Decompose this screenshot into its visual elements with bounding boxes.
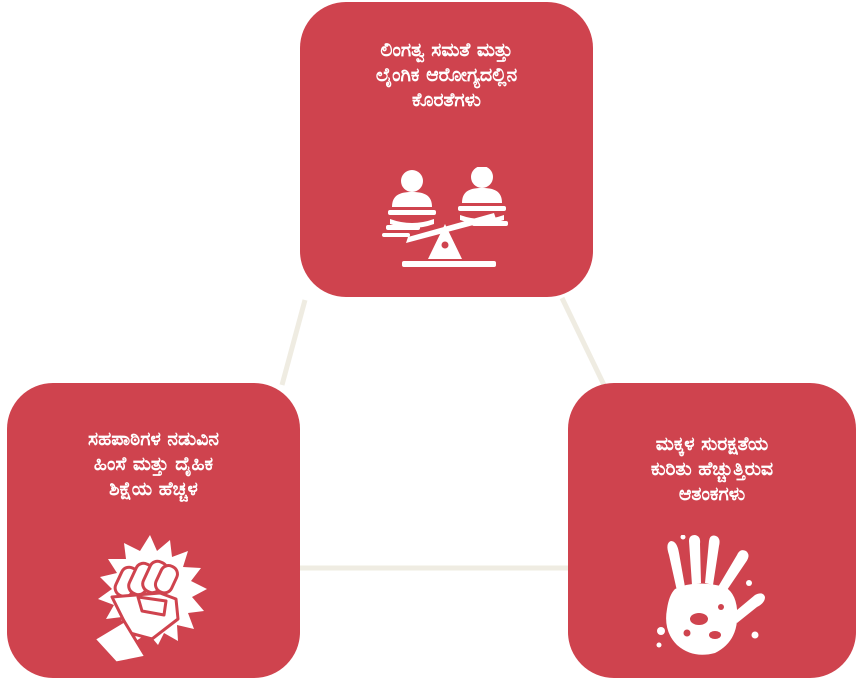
connector-top-left — [279, 299, 308, 386]
card-peer-violence: ಸಹಪಾಠಿಗಳ ನಡುವಿನ ಹಿಂಸೆ ಮತ್ತು ದೈಹಿಕ ಶಿಕ್ಷೆ… — [7, 383, 300, 678]
card-child-safety-text: ಮಕ್ಕಳ ಸುರಕ್ಷತೆಯ ಕುರಿತು ಹೆಚ್ಚುತ್ತಿರುವ ಆತಂ… — [650, 433, 774, 505]
card-gender-equality-text: ಲಿಂಗತ್ವ ಸಮತೆ ಮತ್ತು ಲೈಂಗಿಕ ಆರೋಗ್ಯದಲ್ಲಿನ ಕ… — [375, 39, 518, 111]
connector-top-right — [559, 296, 607, 387]
card-gender-equality: ಲಿಂಗತ್ವ ಸಮತೆ ಮತ್ತು ಲೈಂಗಿಕ ಆರೋಗ್ಯದಲ್ಲಿನ ಕ… — [300, 2, 593, 297]
handprint-icon — [656, 535, 765, 655]
balance-scale-people-icon — [382, 167, 508, 267]
card-child-safety: ಮಕ್ಕಳ ಸುರಕ್ಷತೆಯ ಕುರಿತು ಹೆಚ್ಚುತ್ತಿರುವ ಆತಂ… — [568, 383, 856, 678]
card-peer-violence-text: ಸಹಪಾಠಿಗಳ ನಡುವಿನ ಹಿಂಸೆ ಮತ್ತು ದೈಹಿಕ ಶಿಕ್ಷೆ… — [88, 428, 219, 500]
fist-burst-icon — [91, 535, 207, 663]
